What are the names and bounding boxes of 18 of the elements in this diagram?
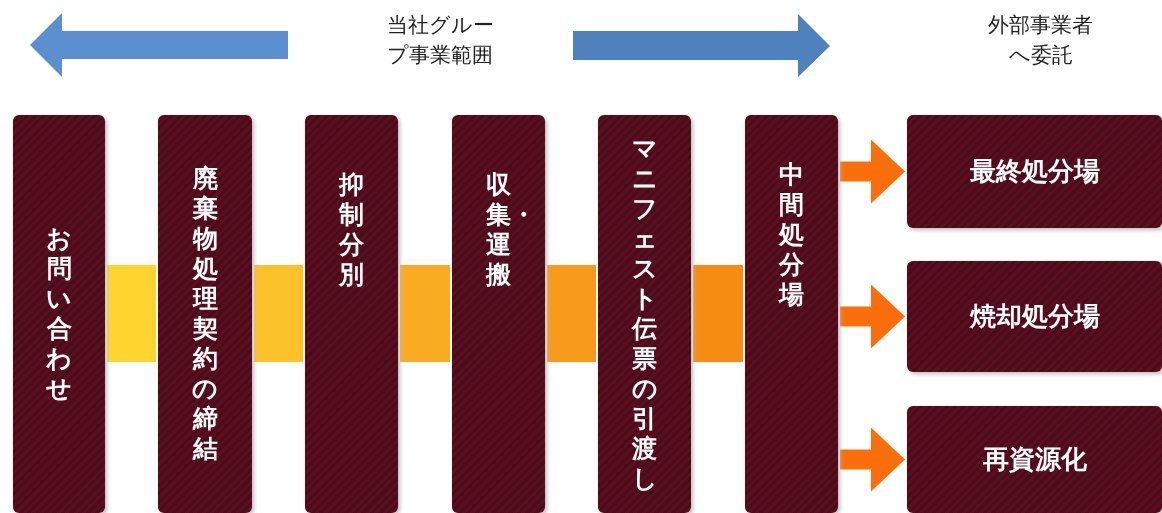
step-box: 抑制分別 bbox=[305, 115, 398, 513]
destination-box: 焼却処分場 bbox=[907, 261, 1162, 372]
arrow bbox=[840, 284, 905, 349]
connector-band bbox=[693, 265, 743, 362]
scope-label: 外部事業者へ委託 bbox=[987, 12, 1094, 70]
step-box: マニフェスト伝票の引渡し bbox=[598, 115, 691, 513]
step-box: お問い合わせ bbox=[13, 115, 105, 513]
connector-band bbox=[547, 265, 596, 362]
scope-label: 当社グループ事業範囲 bbox=[385, 12, 495, 70]
destination-box: 再資源化 bbox=[907, 406, 1162, 513]
connector-band bbox=[400, 265, 450, 362]
step-box: 廃棄物処理契約の締結 bbox=[158, 115, 252, 513]
connector-band bbox=[107, 265, 156, 362]
arrow bbox=[840, 427, 905, 492]
step-box: 収集・運搬 bbox=[452, 115, 545, 513]
connector-band bbox=[254, 265, 303, 362]
destination-box: 最終処分場 bbox=[907, 115, 1162, 228]
step-box: 中間処分場 bbox=[745, 115, 838, 513]
